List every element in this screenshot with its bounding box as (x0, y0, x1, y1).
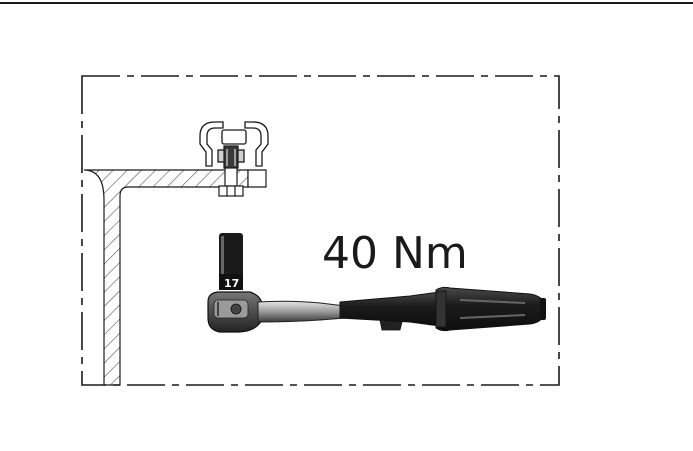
torque-wrench-icon: 17 (207, 233, 546, 333)
bolt-icon (218, 145, 244, 197)
detail-frame (81, 75, 560, 386)
socket-icon: 17 (219, 233, 243, 290)
torque-value-label: 40 Nm (322, 228, 468, 279)
frame-section (83, 169, 267, 386)
socket-size-label: 17 (224, 277, 239, 290)
